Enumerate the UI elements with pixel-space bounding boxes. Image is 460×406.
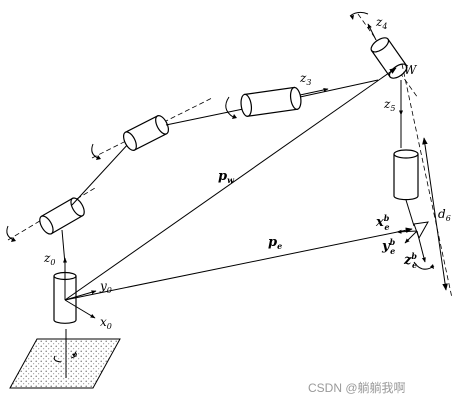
label-pe: pe <box>268 235 282 251</box>
z4-axis <box>367 23 377 41</box>
x0-axis <box>64 299 96 319</box>
label-x0: x0 <box>100 315 112 331</box>
joint-3-cylinder <box>91 97 213 160</box>
ze-axis <box>416 230 426 263</box>
joint-6-cylinder <box>393 149 419 227</box>
label-z5: z5 <box>383 97 395 113</box>
forearm-cylinder <box>225 79 379 119</box>
d6-dimension <box>422 137 448 291</box>
watermark: CSDN @躺躺我啊 <box>308 380 406 395</box>
joint-2-cylinder <box>6 187 96 265</box>
link-2 <box>71 141 131 206</box>
label-z3: z3 <box>299 71 311 87</box>
base-plate <box>9 329 121 389</box>
label-pw: pw <box>218 169 235 185</box>
label-z4: z4 <box>375 15 387 31</box>
label-d6: d6 <box>438 207 451 223</box>
pw-vector <box>64 67 397 301</box>
z3-axis <box>299 87 329 96</box>
label-w: W <box>404 63 418 77</box>
end-effector <box>396 221 435 270</box>
label-z0: z0 <box>43 251 55 267</box>
ye-axis <box>404 230 418 244</box>
label-y0: y0 <box>99 279 112 295</box>
pe-vector <box>64 227 413 301</box>
link-3 <box>165 107 249 126</box>
